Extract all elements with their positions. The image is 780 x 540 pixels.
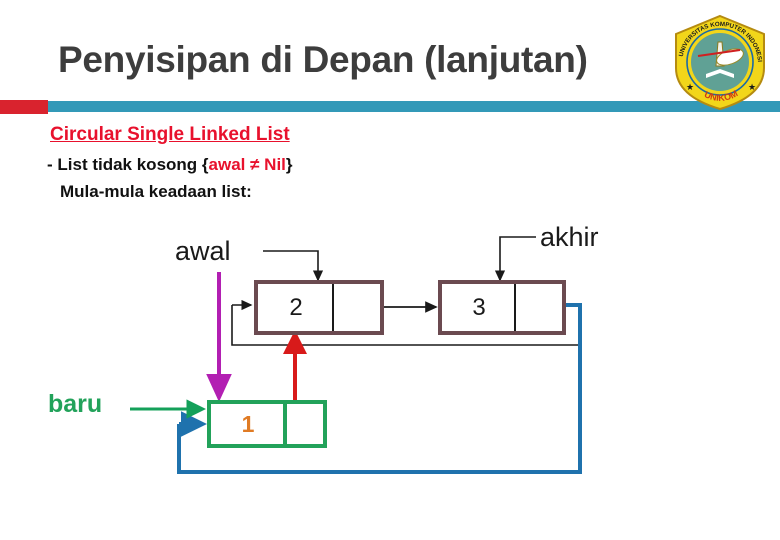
logo-red-slash: [697, 49, 741, 57]
node-divider: [283, 404, 287, 444]
bullet-prefix: - List tidak kosong {: [47, 155, 209, 174]
label-awal: awal: [175, 236, 231, 266]
logo-ring: [686, 28, 754, 96]
logo-star-right: ★: [748, 82, 756, 92]
label-baru: baru: [48, 390, 103, 418]
bullet-list-not-empty: - List tidak kosong {awal ≠ Nil}: [47, 155, 293, 175]
section-heading: Circular Single Linked List: [50, 124, 290, 145]
unikom-logo-svg: UNIVERSITAS KOMPUTER INDONESIA UNIKOM ★ …: [666, 7, 765, 111]
unikom-logo: UNIVERSITAS KOMPUTER INDONESIA UNIKOM ★ …: [666, 7, 772, 112]
list-node-baru: 1: [207, 400, 327, 448]
label-akhir: akhir: [540, 222, 599, 252]
pointer-awal-to-node2: [263, 250, 324, 282]
bullet-emphasis: awal ≠ Nil: [208, 155, 286, 174]
logo-star-left: ★: [686, 82, 694, 92]
node-divider: [332, 284, 334, 331]
list-node-2: 2: [254, 280, 384, 335]
logo-bottom-text: UNIKOM: [703, 88, 740, 103]
pointer-akhir-to-node3: [494, 236, 536, 282]
node-value: 2: [289, 293, 303, 321]
accent-bar-teal: [48, 101, 780, 112]
logo-book-icon: [706, 69, 734, 78]
node-value: 3: [472, 293, 486, 321]
accent-bar-red: [0, 100, 48, 114]
sub-line-initial-state: Mula-mula keadaan list:: [60, 182, 252, 201]
bullet-suffix: }: [285, 155, 293, 174]
page-title: Penyisipan di Depan (lanjutan): [58, 39, 588, 80]
list-node-3: 3: [438, 280, 566, 335]
node-divider: [514, 284, 516, 331]
node-value: 1: [241, 410, 255, 437]
